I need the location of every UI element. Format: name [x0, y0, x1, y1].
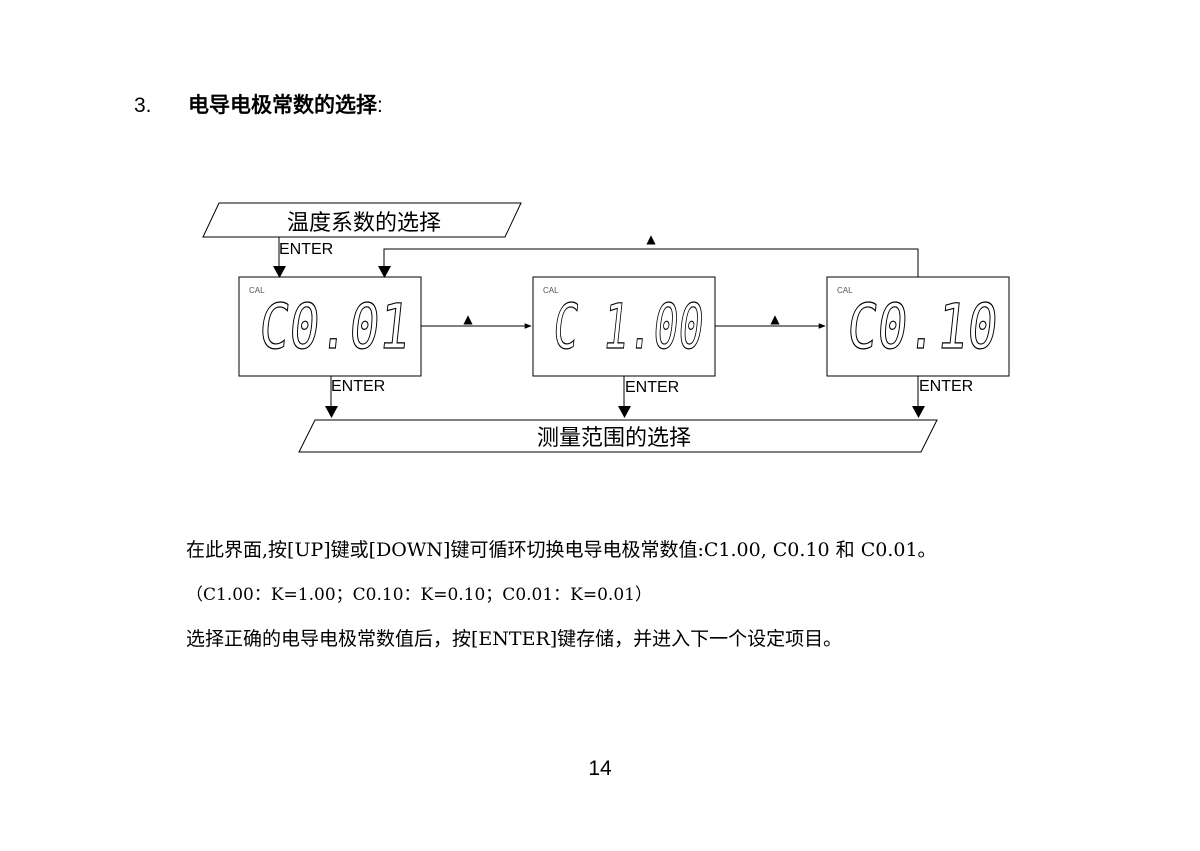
page-number: 14	[588, 757, 612, 780]
lcd-readout-1: C0.01	[256, 290, 414, 363]
up-arrow-2: ▲	[770, 312, 780, 326]
lcd-readout-2: C 1.00	[550, 290, 708, 363]
paragraph-toggle-instructions: 在此界面,按[UP]键或[DOWN]键可循环切换电导电极常数值:C1.00, C…	[186, 539, 937, 561]
display2-enter-arrowhead	[618, 406, 631, 418]
paragraph-k-values: （C1.00：K=1.00；C0.10：K=0.10；C0.01：K=0.01）	[186, 585, 652, 605]
section-number: 3.	[134, 94, 152, 117]
bottom-parallelogram-box	[298, 419, 938, 453]
cal-indicator-1: CAL	[249, 286, 265, 295]
paragraph-save-instructions: 选择正确的电导电极常数值后，按[ENTER]键存储，并进入下一个设定项目。	[186, 628, 843, 650]
section-colon: :	[377, 94, 383, 117]
display1-enter-arrowhead	[325, 406, 338, 418]
enter-label-2: ENTER	[625, 379, 679, 396]
display3-enter-arrowhead	[912, 406, 925, 418]
up-arrow-1: ▲	[463, 312, 473, 326]
section-heading: 3. 电导电极常数的选择:	[134, 90, 383, 121]
loop-back-arrowhead	[378, 266, 391, 278]
enter-label-1: ENTER	[331, 378, 385, 395]
cal-indicator-2: CAL	[543, 286, 559, 295]
section-title: 电导电极常数的选择	[188, 93, 377, 117]
top-parallelogram-box	[202, 202, 522, 238]
bottom-box-label: 测量范围的选择	[537, 426, 691, 451]
enter-label-top: ENTER	[279, 241, 333, 258]
top-box-label: 温度系数的选择	[287, 211, 441, 236]
top-to-display1-arrowhead	[273, 266, 286, 278]
lcd-readout-3: C0.10	[844, 290, 1002, 363]
cal-indicator-3: CAL	[837, 286, 853, 295]
loop-back-line	[383, 248, 919, 277]
enter-label-3: ENTER	[919, 378, 973, 395]
loop-back-up-arrow: ▲	[646, 232, 656, 246]
